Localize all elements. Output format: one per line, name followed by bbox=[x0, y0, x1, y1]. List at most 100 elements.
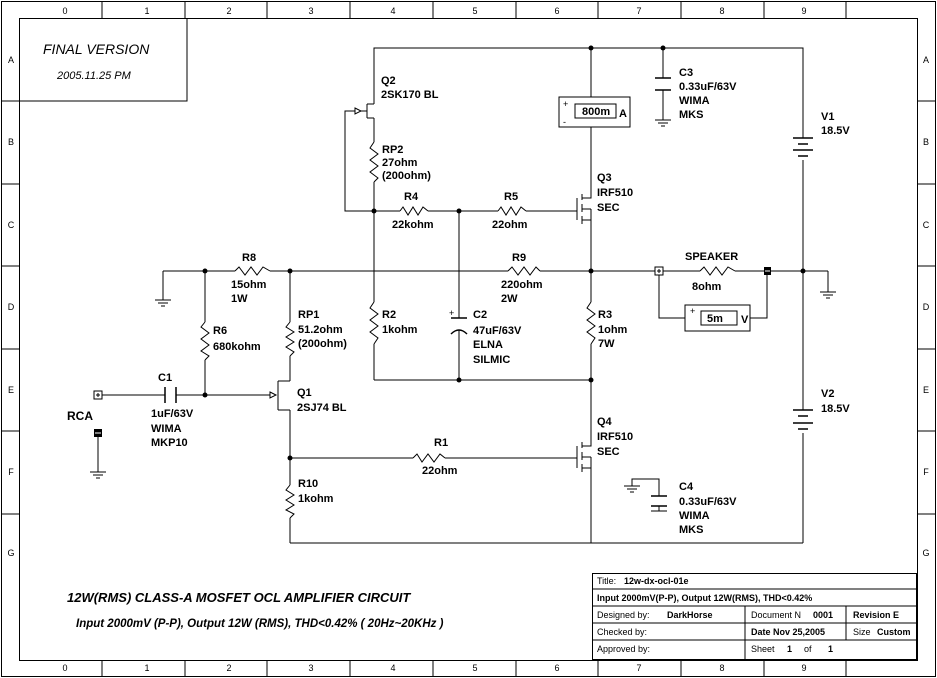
c2-brand: ELNA bbox=[473, 339, 503, 351]
circuit-subtitle: Input 2000mV (P-P), Output 12W (RMS), TH… bbox=[76, 618, 444, 630]
ground-c3 bbox=[655, 119, 671, 127]
tb-sheet-value: 1 bbox=[787, 644, 792, 654]
row-label-right-d: D bbox=[923, 302, 930, 312]
c2-ref: C2 bbox=[473, 309, 487, 321]
ground-rca bbox=[90, 471, 106, 479]
c3-type: MKS bbox=[679, 109, 703, 121]
c2-value: 47uF/63V bbox=[473, 325, 522, 337]
jfet-q2 bbox=[354, 103, 374, 119]
wires bbox=[97, 47, 829, 544]
v1-value: 18.5V bbox=[821, 125, 850, 137]
capacitor-c1 bbox=[164, 387, 177, 403]
rca-ref: RCA bbox=[67, 409, 93, 423]
r4-ref: R4 bbox=[404, 191, 419, 203]
resistor-r5 bbox=[497, 206, 527, 216]
tb-description: Input 2000mV(P-P), Output 12W(RMS), THD<… bbox=[597, 593, 812, 603]
ground-c4 bbox=[624, 485, 640, 493]
voltmeter: + bbox=[684, 304, 751, 332]
capacitor-c4 bbox=[651, 495, 667, 507]
r8-ref: R8 bbox=[242, 252, 256, 264]
rp1-extra: (200ohm) bbox=[298, 338, 347, 350]
c3-value: 0.33uF/63V bbox=[679, 81, 737, 93]
c3-brand: WIMA bbox=[679, 95, 710, 107]
r3-ref: R3 bbox=[598, 309, 612, 321]
tb-date: Date Nov 25,2005 bbox=[751, 627, 825, 637]
col-label-bottom-0: 0 bbox=[62, 663, 67, 673]
rp2-ref: RP2 bbox=[382, 144, 403, 156]
resistor-r1 bbox=[412, 453, 446, 463]
col-label-top-1: 1 bbox=[144, 6, 149, 16]
title-block bbox=[592, 573, 917, 660]
speaker-terminal-positive bbox=[654, 266, 664, 276]
rca-pin-negative bbox=[94, 429, 102, 437]
row-label-right-a: A bbox=[923, 55, 929, 65]
ground-right bbox=[820, 291, 836, 299]
c1-value: 1uF/63V bbox=[151, 408, 194, 420]
tb-designed-value: DarkHorse bbox=[667, 610, 713, 620]
c4-type: MKS bbox=[679, 524, 703, 536]
q1-ref: Q1 bbox=[297, 387, 312, 399]
r9-power: 2W bbox=[501, 293, 518, 305]
circuit-title: 12W(RMS) CLASS-A MOSFET OCL AMPLIFIER CI… bbox=[67, 590, 411, 605]
capacitor-c2 bbox=[450, 317, 468, 335]
tb-size-label: Size bbox=[853, 627, 871, 637]
resistor-r3 bbox=[586, 301, 596, 345]
row-label-left-d: D bbox=[8, 302, 15, 312]
r3-power: 7W bbox=[598, 338, 615, 350]
battery-v1 bbox=[793, 137, 813, 157]
row-label-left-f: F bbox=[8, 467, 14, 477]
tb-size-value: Custom bbox=[877, 627, 911, 637]
q4-extra: SEC bbox=[597, 446, 620, 458]
rp2-extra: (200ohm) bbox=[382, 170, 431, 182]
svg-text:-: - bbox=[563, 117, 566, 127]
col-label-bottom-9: 9 bbox=[801, 663, 806, 673]
q3-value: IRF510 bbox=[597, 187, 633, 199]
col-label-top-8: 8 bbox=[719, 6, 724, 16]
tb-approved-label: Approved by: bbox=[597, 644, 650, 654]
resistor-r4 bbox=[399, 206, 429, 216]
row-label-left-g: G bbox=[7, 548, 14, 558]
potentiometer-rp2 bbox=[369, 141, 379, 183]
row-label-right-g: G bbox=[922, 548, 929, 558]
row-label-left-e: E bbox=[8, 385, 14, 395]
svg-text:+: + bbox=[563, 99, 568, 109]
col-label-top-0: 0 bbox=[62, 6, 67, 16]
c3-ref: C3 bbox=[679, 67, 693, 79]
resistor-r10 bbox=[284, 484, 295, 519]
mosfet-q4 bbox=[576, 420, 592, 472]
c4-brand: WIMA bbox=[679, 510, 710, 522]
r10-value: 1kohm bbox=[298, 493, 334, 505]
col-label-bottom-4: 4 bbox=[390, 663, 395, 673]
col-label-bottom-1: 1 bbox=[144, 663, 149, 673]
v1-ref: V1 bbox=[821, 111, 834, 123]
col-label-top-3: 3 bbox=[308, 6, 313, 16]
col-label-bottom-7: 7 bbox=[636, 663, 641, 673]
c4-ref: C4 bbox=[679, 481, 694, 493]
ammeter-reading: 800m bbox=[582, 106, 610, 118]
tb-designed-label: Designed by: bbox=[597, 610, 650, 620]
rp2-value: 27ohm bbox=[382, 157, 418, 169]
frame-column-labels: 0 1 2 3 4 5 6 7 8 9 0 1 2 3 4 5 6 7 8 9 bbox=[62, 6, 806, 673]
v2-value: 18.5V bbox=[821, 403, 850, 415]
r5-value: 22ohm bbox=[492, 219, 528, 231]
c1-ref: C1 bbox=[158, 372, 172, 384]
c1-type: MKP10 bbox=[151, 437, 188, 449]
q2-value: 2SK170 BL bbox=[381, 89, 439, 101]
ammeter-unit: A bbox=[619, 108, 627, 120]
row-label-right-e: E bbox=[923, 385, 929, 395]
jfet-q1 bbox=[269, 380, 290, 411]
v2-ref: V2 bbox=[821, 388, 834, 400]
col-label-bottom-6: 6 bbox=[554, 663, 559, 673]
col-label-top-5: 5 bbox=[472, 6, 477, 16]
col-label-top-4: 4 bbox=[390, 6, 395, 16]
r3-value: 1ohm bbox=[598, 324, 628, 336]
q4-value: IRF510 bbox=[597, 431, 633, 443]
q3-ref: Q3 bbox=[597, 172, 612, 184]
r1-value: 22ohm bbox=[422, 465, 458, 477]
r9-value: 220ohm bbox=[501, 279, 543, 291]
junction-dots bbox=[202, 45, 806, 461]
q3-extra: SEC bbox=[597, 202, 620, 214]
tb-document-value: 0001 bbox=[813, 610, 833, 620]
